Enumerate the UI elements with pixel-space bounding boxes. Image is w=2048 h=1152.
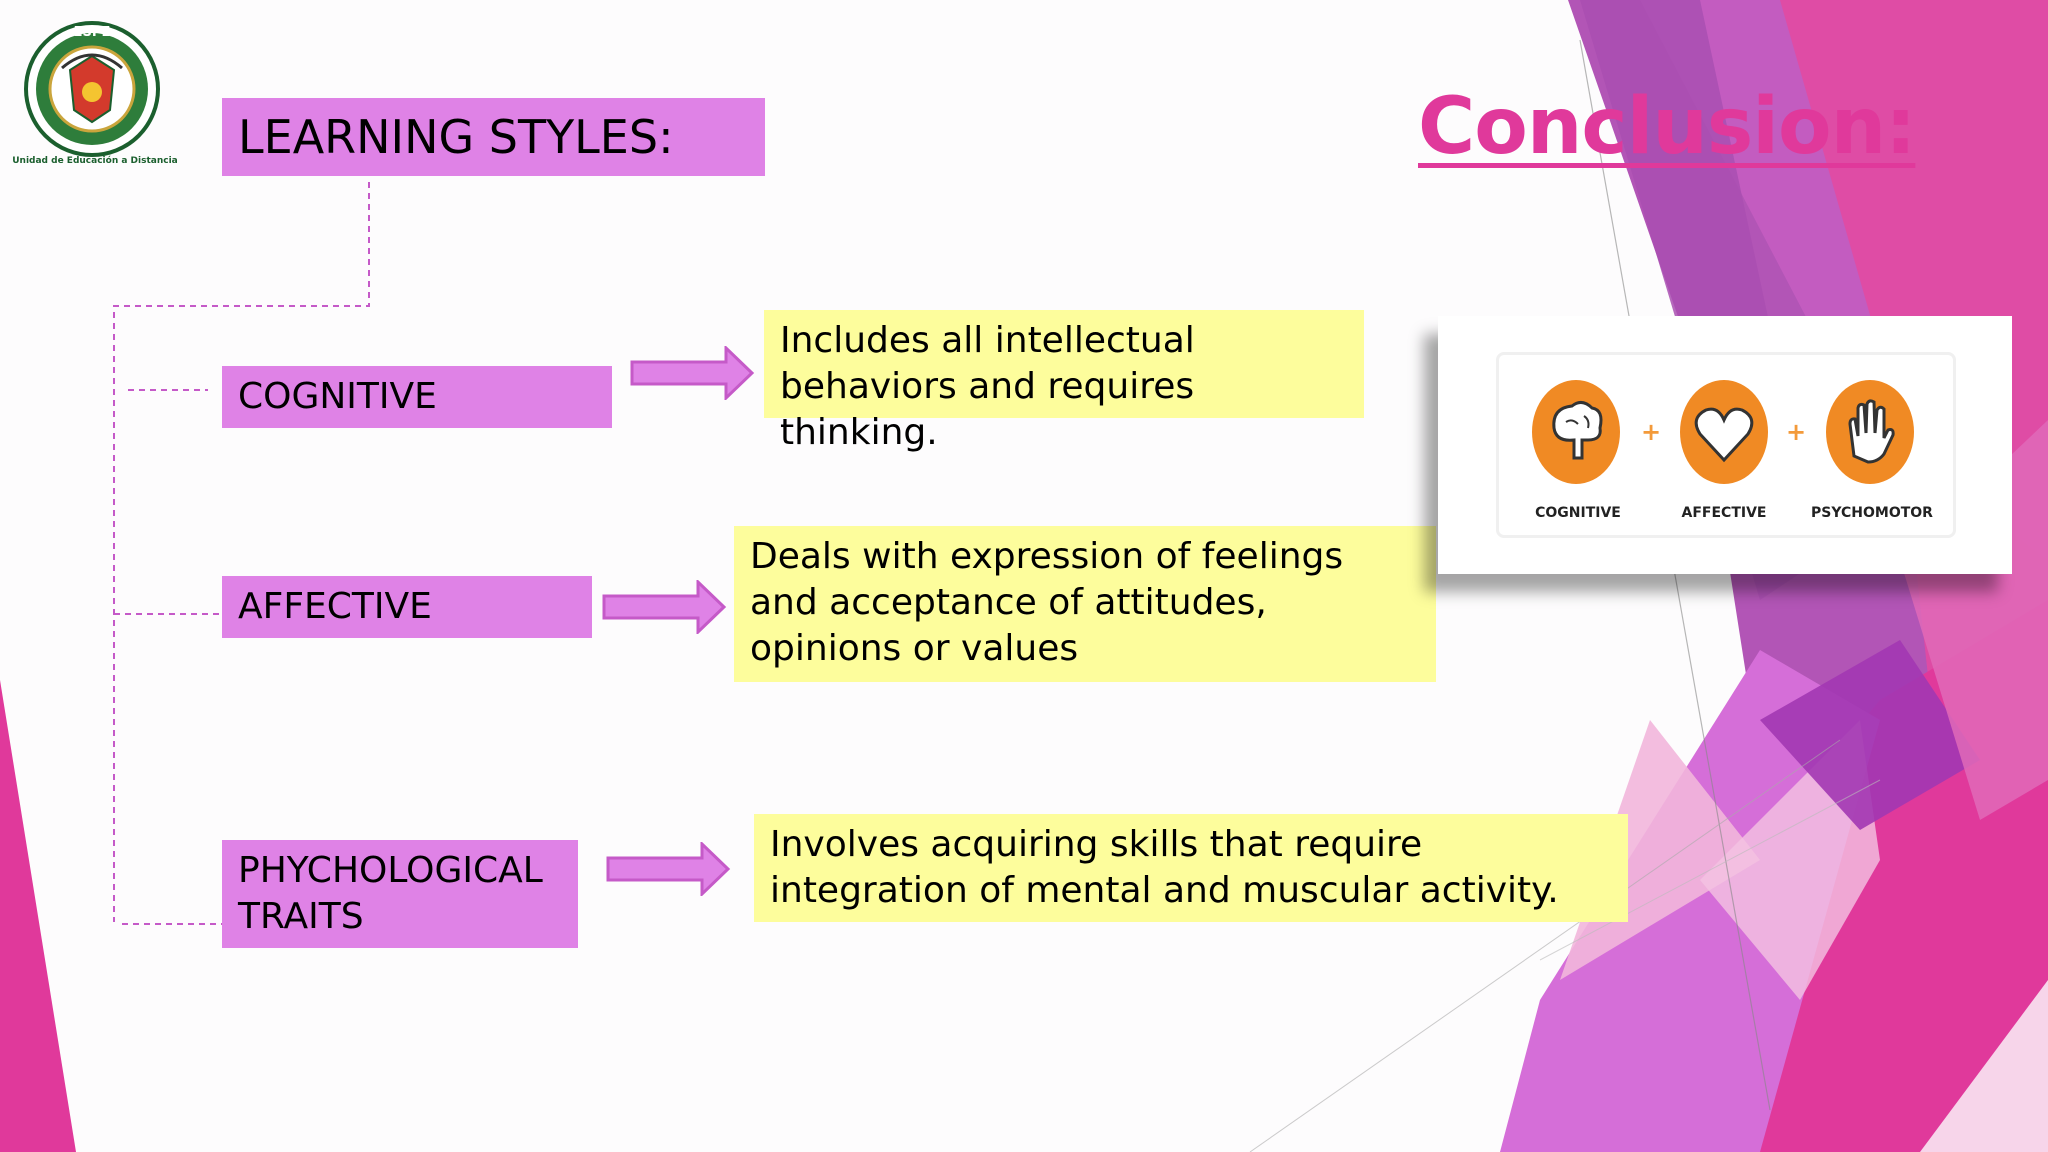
hand-icon	[1826, 380, 1914, 484]
taxonomy-label-psychomotor: PSYCHOMOTOR	[1811, 505, 1933, 521]
taxonomy-label-cognitive: COGNITIVE	[1535, 505, 1621, 521]
brain-icon	[1532, 380, 1620, 484]
style-label-psychological-traits: PHYCHOLOGICAL TRAITS	[222, 840, 578, 948]
taxonomy-plus: +	[1786, 418, 1807, 446]
style-label-affective: AFFECTIVE	[222, 576, 592, 638]
taxonomy-plus: +	[1641, 418, 1662, 446]
arrow-right-icon	[606, 842, 731, 896]
university-seal-logo: ESPE	[24, 21, 160, 157]
logo-caption: Unidad de Educación a Distancia	[12, 156, 178, 166]
logo-ring-text: ESPE	[74, 25, 111, 40]
conclusion-heading: Conclusion:	[1418, 82, 1916, 172]
taxonomy-label-affective: AFFECTIVE	[1681, 505, 1767, 521]
style-label-cognitive: COGNITIVE	[222, 366, 612, 428]
arrow-right-icon	[602, 580, 727, 634]
description-psychological-traits: Involves acquiring skills that require i…	[754, 814, 1628, 922]
arrow-right-icon	[630, 346, 755, 400]
page-title: LEARNING STYLES:	[222, 98, 765, 176]
taxonomy-frame	[1496, 352, 1956, 538]
heart-icon	[1680, 380, 1768, 484]
description-cognitive: Includes all intellectual behaviors and …	[764, 310, 1364, 453]
description-affective: Deals with expression of feelings and ac…	[734, 526, 1436, 682]
